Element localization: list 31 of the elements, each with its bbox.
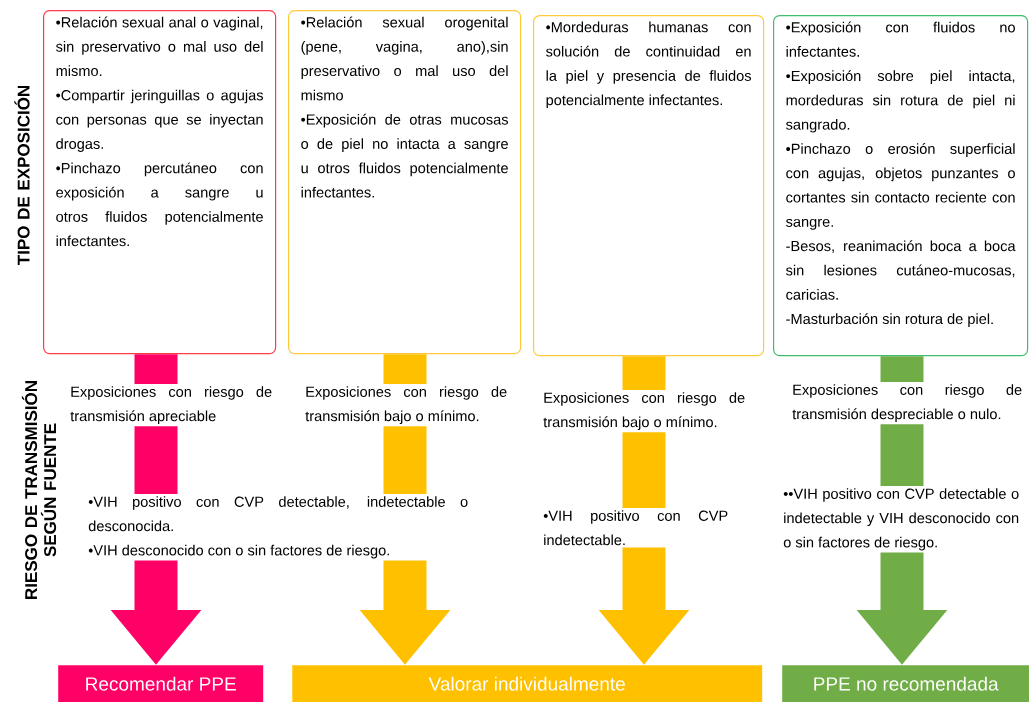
connector-block <box>383 354 427 384</box>
bullet-text: -Besos, reanimación boca a boca sin lesiones cutáneo-mucosas, caricias. <box>786 240 1016 300</box>
risk-text: Exposiciones con riesgo de transmisión bajo o mínimo. <box>543 392 745 431</box>
exposure-box <box>773 15 1029 357</box>
bullet-text: •Exposición de otras mucosas o de piel no intacta a sangre u otros fluidos potencialmente infectantes. <box>301 113 509 198</box>
result-banner: PPE no recomendada <box>782 665 1029 702</box>
bullet-text: •Mordeduras humanas con solución de continuidad en la piel y presencia de fluidos potencialmente infectantes. <box>546 21 751 109</box>
connector-block <box>134 354 178 384</box>
exposure-box <box>43 10 277 355</box>
risk-text: •VIH positivo con CVP detectable, indetectable o desconocida. <box>88 496 468 532</box>
bullet-text: •Exposición sobre piel intacta, mordeduras sin rotura de piel ni sangrado. <box>786 70 1015 133</box>
exposure-box <box>288 10 522 355</box>
risk-text: •VIH positivo con CVP indetectable. <box>543 510 728 546</box>
connector-block <box>880 356 924 382</box>
risk-text: Exposiciones con riesgo de transmisión despreciable o nulo. <box>792 384 1022 423</box>
risk-text: •VIH desconocido con o sin factores de riesgo. <box>88 544 389 559</box>
risk-text: ••VIH positivo con CVP detectable o indetectable y VIH desconocido con o sin factores de riesgo. <box>783 488 1019 551</box>
result-banner: Valorar individualmente <box>292 665 763 702</box>
bullet-text: •Relación sexual anal o vaginal, sin preservativo o mal uso del mismo. <box>56 16 263 77</box>
bullet-text: •Pinchazo o erosión superficial con agujas, objetos punzantes o cortantes sin contacto reciente con sangre. <box>786 143 1015 230</box>
bullet-text: •Exposición con fluidos no infectantes. <box>786 21 1015 57</box>
risk-text: Exposiciones con riesgo de transmisión apreciable <box>70 386 272 425</box>
bullet-text: •Compartir jeringuillas o agujas con personas que se inyectan drogas. <box>56 89 264 152</box>
row-heading: RIESGO DE TRANSMISIÓN SEGÚN FUENTE <box>21 381 57 599</box>
risk-text: Exposiciones con riesgo de transmisión bajo o mínimo. <box>305 386 507 425</box>
bullet-text: •Pinchazo percutáneo con exposición a sangre u otros fluidos potencialmente infectantes. <box>56 162 263 247</box>
result-banner: Recomendar PPE <box>58 665 264 702</box>
bullet-text: •Relación sexual orogenital (pene, vagina, ano),sin preservativo o mal uso del mismo <box>301 16 508 101</box>
exposure-box <box>533 15 765 357</box>
bullet-text: -Masturbación sin rotura de piel. <box>786 313 993 327</box>
connector-block <box>622 356 666 390</box>
